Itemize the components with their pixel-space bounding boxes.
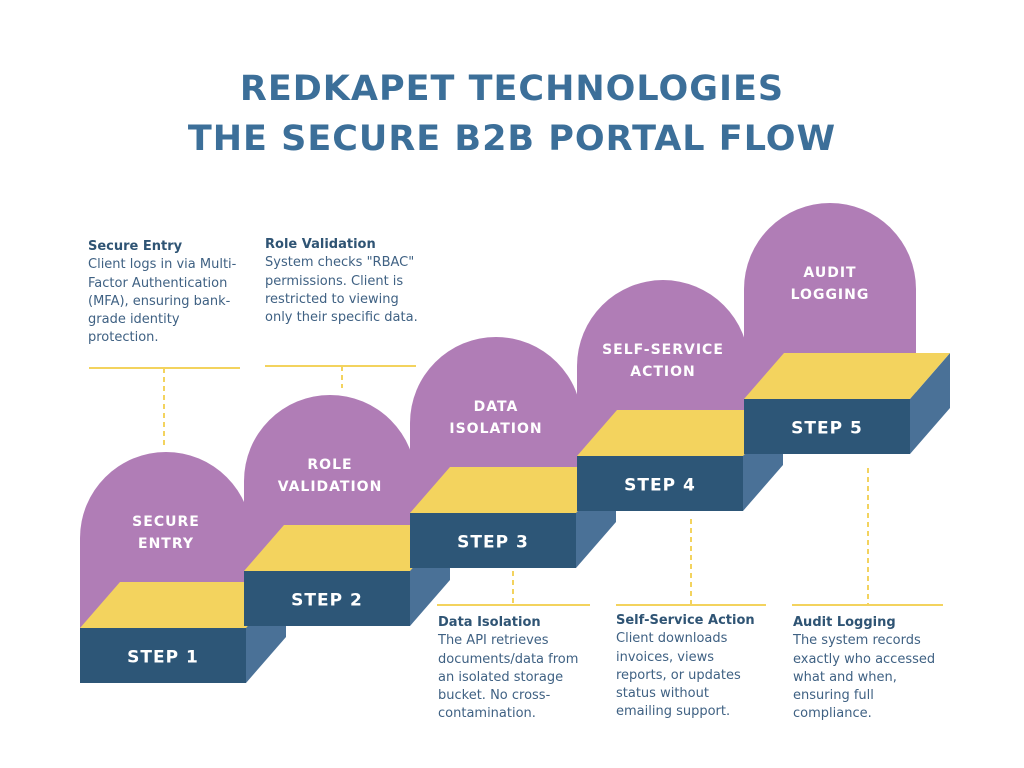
step-5-body: The system records exactly who accessed … [793,633,936,722]
step-2-heading: Role Validation [265,237,376,252]
step-5-block: STEP 5 AUDIT LOGGING [744,203,950,454]
step-3-arch-title-line2: ISOLATION [449,421,542,437]
step-5-top-face [744,353,950,399]
step-5-arch-title-line2: LOGGING [791,287,870,303]
step-1-label: STEP 1 [127,648,199,668]
step-4-body: Client downloads invoices, views reports… [616,631,741,720]
step-1-arch-title-line1: SECURE [132,514,200,530]
step-4-connector [616,519,766,606]
step-2-body: System checks "RBAC" permissions. Client… [265,255,418,326]
step-3-label: STEP 3 [457,533,529,553]
step-5-description: Audit Logging The system records exactly… [793,614,949,724]
step-2-front-face [244,571,410,626]
step-4-heading: Self-Service Action [616,613,755,628]
step-3-description: Data Isolation The API retrieves documen… [438,614,594,724]
step-3-body: The API retrieves documents/data from an… [438,633,579,722]
step-4-front-face [577,456,743,511]
step-3-top-face [410,467,616,513]
title-line-2: THE SECURE B2B PORTAL FLOW [187,119,837,159]
step-3-block: STEP 3 DATA ISOLATION [410,337,616,568]
step-2-arch-title-line2: VALIDATION [278,479,383,495]
step-3-heading: Data Isolation [438,615,541,630]
step-5-arch-title-line1: AUDIT [803,265,856,281]
step-1-description: Secure Entry Client logs in via Multi-Fa… [88,238,244,348]
step-1-top-face [80,582,286,628]
step-1-body: Client logs in via Multi-Factor Authenti… [88,257,237,346]
step-5-heading: Audit Logging [793,615,896,630]
step-1-block: STEP 1 SECURE ENTRY [80,452,286,683]
step-5-label: STEP 5 [791,419,863,439]
step-5-side-face [910,353,950,454]
step-3-connector [437,571,590,606]
step-1-arch-title-line2: ENTRY [138,536,194,552]
step-2-label: STEP 2 [291,591,363,611]
step-4-description: Self-Service Action Client downloads inv… [616,612,766,722]
step-5-front-face [744,399,910,454]
step-4-arch-title-line2: ACTION [630,364,696,380]
step-3-front-face [410,513,576,568]
step-1-connector [89,367,240,446]
step-4-label: STEP 4 [624,476,696,496]
step-2-top-face [244,525,450,571]
step-1-front-face [80,628,246,683]
step-2-block: STEP 2 ROLE VALIDATION [244,395,450,626]
step-2-connector [265,365,416,388]
step-4-block: STEP 4 SELF-SERVICE ACTION [577,280,783,511]
title-line-1: REDKAPET TECHNOLOGIES [239,69,785,109]
connectors [89,365,943,606]
step-4-top-face [577,410,783,456]
step-2-description: Role Validation System checks "RBAC" per… [265,236,423,327]
step-5-arch [744,203,916,399]
step-5-connector [792,468,943,606]
step-2-arch-title-line1: ROLE [307,457,352,473]
step-4-arch-title-line1: SELF-SERVICE [602,342,724,358]
step-1-heading: Secure Entry [88,239,183,254]
step-3-arch-title-line1: DATA [474,399,519,415]
